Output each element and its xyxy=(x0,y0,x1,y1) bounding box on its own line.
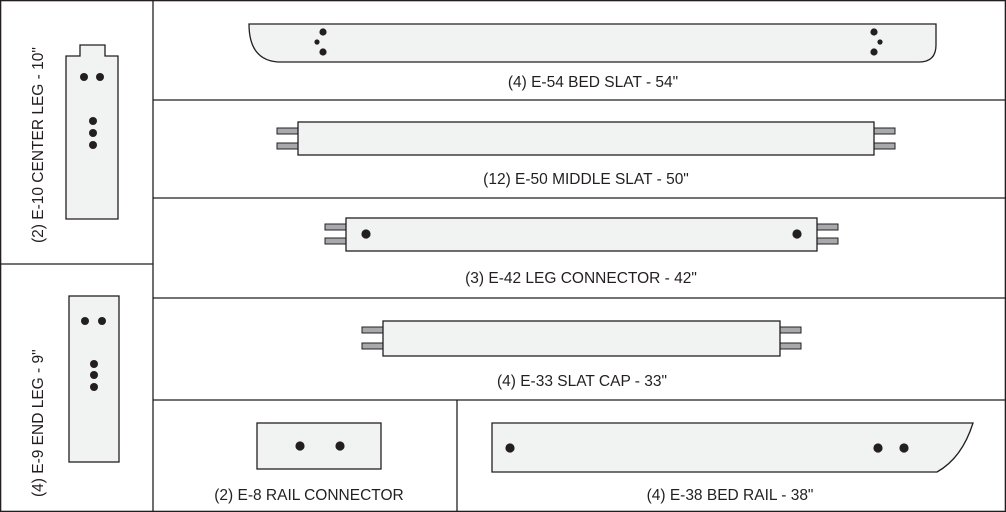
rail-connector-caption: (2) E-8 RAIL CONNECTOR xyxy=(214,487,403,504)
bed-slat-caption: (4) E-54 BED SLAT - 54" xyxy=(508,74,678,91)
part-leg-connector: (3) E-42 LEG CONNECTOR - 42" xyxy=(324,217,839,287)
part-center-leg: (2) E-10 CENTER LEG - 10" xyxy=(30,44,119,243)
part-rail-connector: (2) E-8 RAIL CONNECTOR xyxy=(214,422,404,504)
part-slat-cap: (4) E-33 SLAT CAP - 33" xyxy=(361,320,802,390)
part-middle-slat: (12) E-50 MIDDLE SLAT - 50" xyxy=(276,121,896,188)
slat-cap-caption: (4) E-33 SLAT CAP - 33" xyxy=(497,373,667,390)
leg-connector-caption: (3) E-42 LEG CONNECTOR - 42" xyxy=(465,270,697,287)
center-leg-caption: (2) E-10 CENTER LEG - 10" xyxy=(30,47,47,243)
bed-rail-caption: (4) E-38 BED RAIL - 38" xyxy=(647,487,814,504)
end-leg-caption: (4) E-9 END LEG - 9" xyxy=(30,349,47,497)
part-bed-slat: (4) E-54 BED SLAT - 54" xyxy=(248,23,937,91)
part-end-leg: (4) E-9 END LEG - 9" xyxy=(30,295,120,497)
middle-slat-caption: (12) E-50 MIDDLE SLAT - 50" xyxy=(483,171,689,188)
part-bed-rail: (4) E-38 BED RAIL - 38" xyxy=(491,422,974,504)
